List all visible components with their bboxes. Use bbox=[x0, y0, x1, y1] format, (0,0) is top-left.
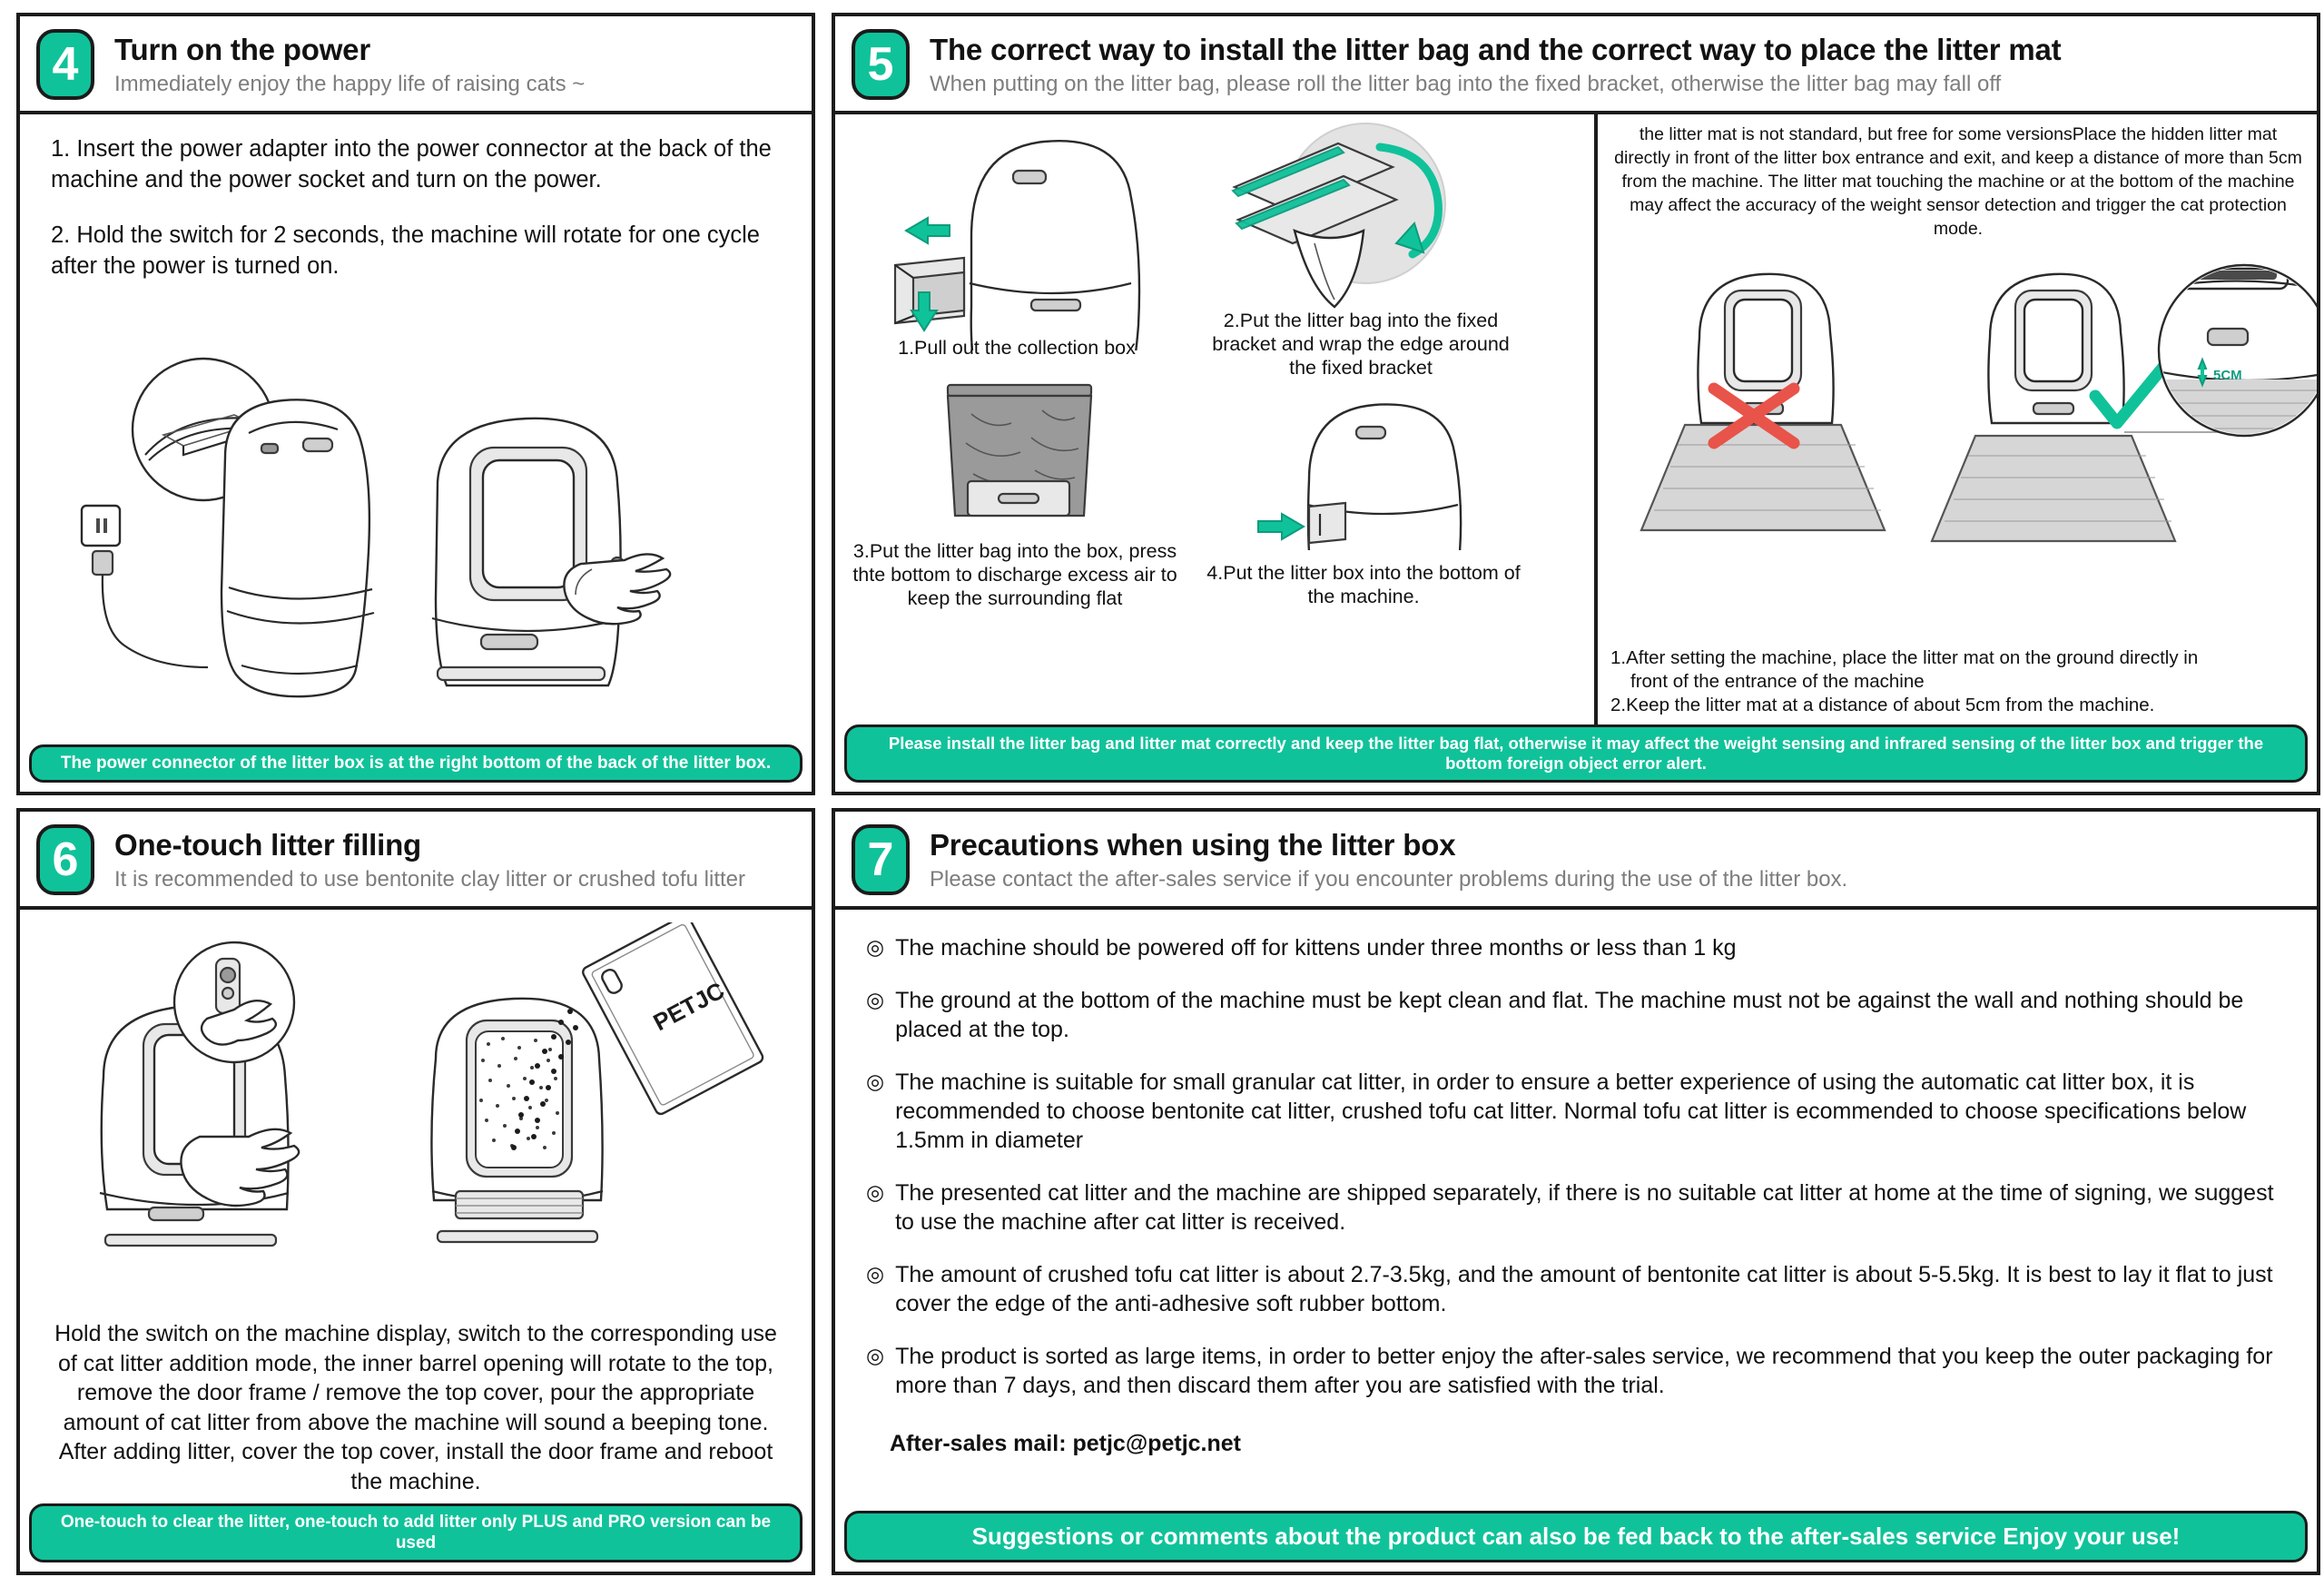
panel-7-header: 7 Precautions when using the litter box … bbox=[835, 812, 2317, 910]
precaution-text: The machine should be powered off for ki… bbox=[895, 935, 1737, 961]
direction-arrow-icon bbox=[904, 216, 950, 332]
step-number-badge-6: 6 bbox=[36, 824, 94, 895]
mat-rule-2: 2.Keep the litter mat at a distance of a… bbox=[1610, 695, 2155, 716]
panel-4-banner: The power connector of the litter box is… bbox=[29, 744, 803, 783]
cross-mark-icon bbox=[1708, 382, 1800, 449]
mat-rule-1b: front of the entrance of the machine bbox=[1630, 671, 1925, 693]
panel-4-steps: 1. Insert the power adapter into the pow… bbox=[20, 114, 812, 282]
precaution-text: The presented cat litter and the machine… bbox=[895, 1180, 2274, 1235]
panel-7-title: Precautions when using the litter box bbox=[930, 827, 1456, 862]
panel-5-bag-steps: 1.Pull out the collection box bbox=[835, 114, 1594, 724]
panel-step-6: 6 One-touch litter filling It is recomme… bbox=[16, 808, 815, 1575]
panel-step-4: 4 Turn on the power Immediately enjoy th… bbox=[16, 13, 815, 795]
panel-6-header: 6 One-touch litter filling It is recomme… bbox=[20, 812, 812, 910]
litter-mat-illustration: 5CM bbox=[1598, 251, 2317, 614]
litter-mat-note: the litter mat is not standard, but free… bbox=[1614, 124, 2302, 239]
panel-4-step-1: 1. Insert the power adapter into the pow… bbox=[51, 136, 772, 192]
step-number-badge-7: 7 bbox=[852, 824, 910, 895]
step-3-illustration bbox=[933, 379, 1106, 534]
panel-4-body: 1. Insert the power adapter into the pow… bbox=[20, 114, 812, 744]
panel-6-caption: Hold the switch on the machine display, … bbox=[54, 1321, 777, 1494]
correct-placement-example bbox=[1930, 272, 2244, 543]
panel-7-banner: Suggestions or comments about the produc… bbox=[844, 1511, 2308, 1562]
panel-7-subtitle: Please contact the after-sales service i… bbox=[930, 866, 1848, 892]
step-2-illustration bbox=[1202, 120, 1502, 310]
insert-arrow-icon bbox=[1257, 512, 1305, 541]
list-item: ◎ The amount of crushed tofu cat litter … bbox=[866, 1260, 2286, 1318]
panel-4-title: Turn on the power bbox=[114, 32, 370, 66]
panel-4-step-2: 2. Hold the switch for 2 seconds, the ma… bbox=[51, 222, 760, 279]
panel-5-divider bbox=[1594, 114, 1598, 725]
panel-6-banner: One-touch to clear the litter, one-touch… bbox=[29, 1503, 803, 1562]
after-sales-mail[interactable]: After-sales mail: petjc@petjc.net bbox=[890, 1431, 1241, 1456]
mat-rule-1a: 1.After setting the machine, place the l… bbox=[1610, 647, 2199, 669]
bullet-marker-icon: ◎ bbox=[866, 988, 885, 1011]
bullet-marker-icon: ◎ bbox=[866, 1069, 885, 1093]
panel-7-body: ◎ The machine should be powered off for … bbox=[835, 910, 2317, 1511]
litter-bag-pouring: PETJC bbox=[582, 922, 764, 1116]
precaution-text: The ground at the bottom of the machine … bbox=[895, 988, 2244, 1042]
panel-step-5: 5 The correct way to install the litter … bbox=[832, 13, 2320, 795]
list-item: ◎ The presented cat litter and the machi… bbox=[866, 1178, 2286, 1237]
power-socket-icon bbox=[80, 504, 209, 669]
litter-mat-rules: 1.After setting the machine, place the l… bbox=[1610, 646, 2308, 717]
machine-display-switch-illustration bbox=[99, 941, 300, 1247]
panel-4-illustration bbox=[47, 346, 792, 709]
distance-label: 5CM bbox=[2213, 368, 2242, 383]
precaution-list: ◎ The machine should be powered off for … bbox=[835, 910, 2317, 1400]
step-4-illustration bbox=[1226, 396, 1498, 550]
step-1-caption: 1.Pull out the collection box bbox=[898, 337, 1136, 359]
step-1-illustration bbox=[862, 123, 1162, 350]
panel-5-header: 5 The correct way to install the litter … bbox=[835, 16, 2317, 114]
list-item: ◎ The ground at the bottom of the machin… bbox=[866, 986, 2286, 1044]
precaution-text: The machine is suitable for small granul… bbox=[895, 1069, 2247, 1153]
precaution-text: The product is sorted as large items, in… bbox=[895, 1344, 2273, 1398]
distance-closeup-illustration: 5CM bbox=[2157, 263, 2317, 438]
step-number-badge-5: 5 bbox=[852, 29, 910, 100]
list-item: ◎ The machine should be powered off for … bbox=[866, 933, 2286, 962]
distance-arrow-icon bbox=[2197, 357, 2208, 388]
check-mark-icon bbox=[2089, 355, 2174, 429]
wrong-placement-example bbox=[1640, 272, 1886, 532]
panel-6-subtitle: It is recommended to use bentonite clay … bbox=[114, 866, 746, 892]
bullet-marker-icon: ◎ bbox=[866, 1344, 885, 1367]
litter-box-rear-illustration bbox=[220, 399, 375, 698]
panel-5-subtitle: When putting on the litter bag, please r… bbox=[930, 71, 2002, 96]
precaution-text: The amount of crushed tofu cat litter is… bbox=[895, 1262, 2273, 1316]
hand-pressing-icon bbox=[563, 553, 672, 626]
hand-pressing-icon bbox=[180, 1128, 300, 1207]
machine-filling-illustration bbox=[430, 997, 604, 1244]
rotate-arrow-icon bbox=[1375, 143, 1443, 259]
panel-5-banner: Please install the litter bag and litter… bbox=[844, 724, 2308, 783]
step-3-caption: 3.Put the litter bag into the box, press… bbox=[852, 540, 1177, 610]
list-item: ◎ The machine is suitable for small gran… bbox=[866, 1068, 2286, 1155]
panel-4-header: 4 Turn on the power Immediately enjoy th… bbox=[20, 16, 812, 114]
bullet-marker-icon: ◎ bbox=[866, 1180, 885, 1204]
panel-5-title: The correct way to install the litter ba… bbox=[930, 32, 2062, 66]
litter-box-front-illustration bbox=[431, 417, 672, 687]
panel-5-body: 1.Pull out the collection box bbox=[835, 114, 2317, 725]
panel-step-7: 7 Precautions when using the litter box … bbox=[832, 808, 2320, 1575]
step-4-caption: 4.Put the litter box into the bottom of … bbox=[1206, 562, 1521, 608]
panel-4-subtitle: Immediately enjoy the happy life of rais… bbox=[114, 71, 586, 96]
bullet-marker-icon: ◎ bbox=[866, 935, 885, 959]
panel-6-illustration: PETJC bbox=[56, 922, 783, 1249]
list-item: ◎ The product is sorted as large items, … bbox=[866, 1342, 2286, 1400]
pouring-litter-stream bbox=[511, 1009, 578, 1150]
step-2-caption: 2.Put the litter bag into the fixed brac… bbox=[1212, 310, 1510, 379]
bullet-marker-icon: ◎ bbox=[866, 1262, 885, 1286]
panel-6-body: PETJC Hold the switch on the machine dis… bbox=[20, 910, 812, 1503]
panel-6-title: One-touch litter filling bbox=[114, 827, 422, 862]
panel-5-mat-section: the litter mat is not standard, but free… bbox=[1598, 114, 2317, 724]
step-number-badge-4: 4 bbox=[36, 29, 94, 100]
